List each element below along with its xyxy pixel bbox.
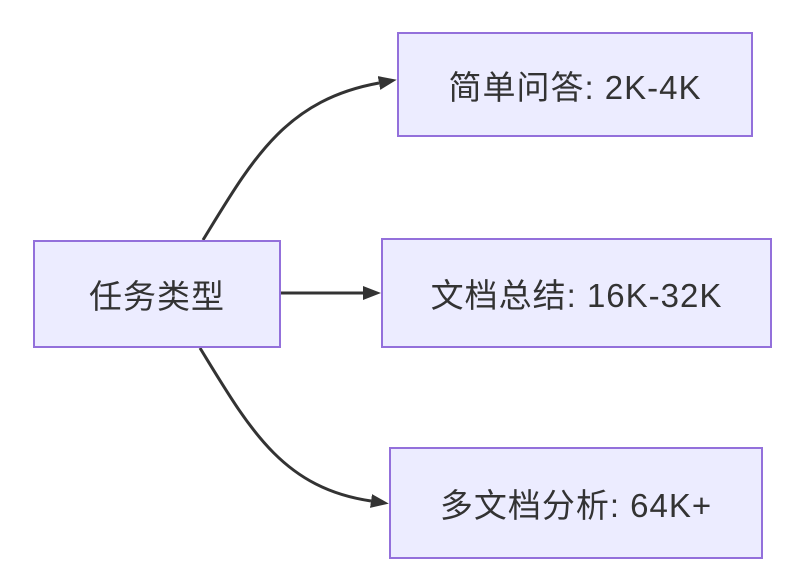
edge-root-to-simple-qa bbox=[201, 76, 397, 241]
node-task-type: 任务类型 bbox=[33, 240, 281, 348]
node-doc-summary-label: 文档总结: 16K-32K bbox=[430, 277, 723, 314]
node-doc-summary: 文档总结: 16K-32K bbox=[381, 238, 772, 348]
edge-root-to-multi-doc bbox=[198, 347, 389, 508]
node-simple-qa: 简单问答: 2K-4K bbox=[397, 32, 753, 137]
node-task-type-label: 任务类型 bbox=[89, 278, 225, 315]
node-multi-doc-label: 多文档分析: 64K+ bbox=[439, 487, 713, 524]
node-simple-qa-label: 简单问答: 2K-4K bbox=[448, 68, 702, 106]
node-multi-doc: 多文档分析: 64K+ bbox=[389, 447, 763, 559]
